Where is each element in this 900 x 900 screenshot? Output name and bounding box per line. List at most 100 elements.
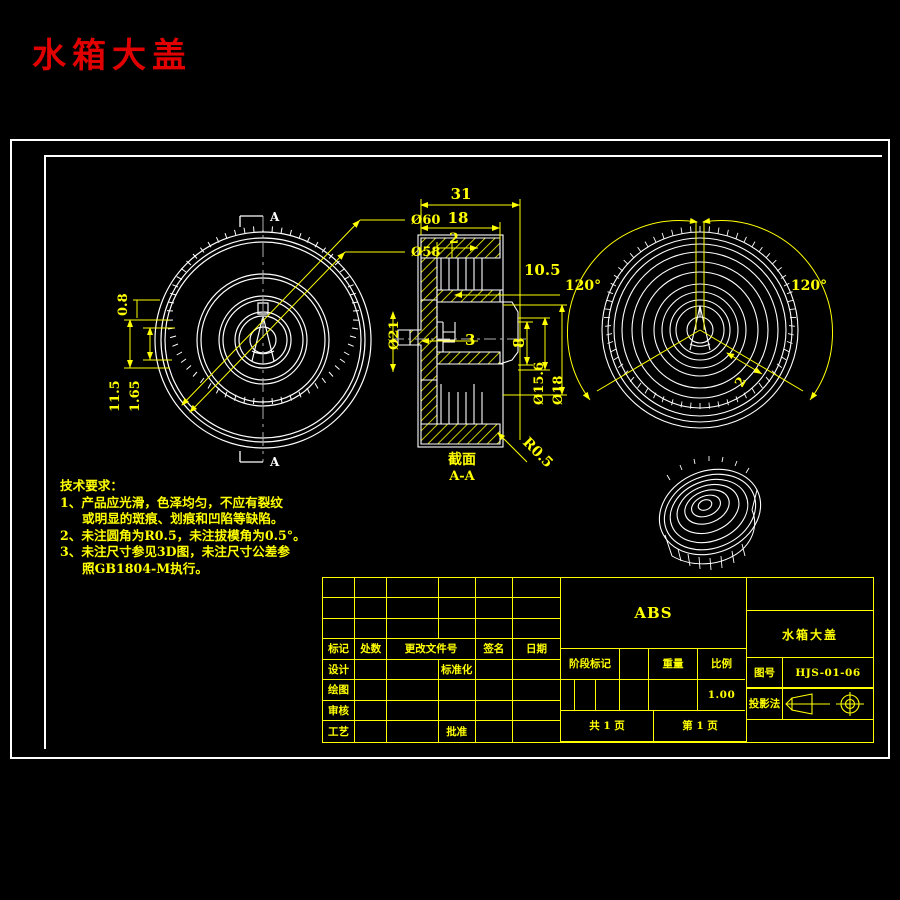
dim-18: 18 [448,209,469,227]
scale-value: 1.00 [698,680,745,711]
notes-heading: 技术要求： [60,478,123,493]
notes-line-2: 或明显的斑痕、划痕和凹陷等缺陷。 [82,511,284,527]
page-number: 第 1 页 [654,711,746,742]
scale-label: 比例 [698,649,745,680]
revision-grid: 标记 处数 更改文件号 签名 日期 设计 标准化 绘图 审核 [323,578,561,742]
rev-header-docno: 更改文件号 [387,639,476,660]
isometric-3d-view [658,456,762,571]
role-blank [475,680,513,701]
role-blank [475,700,513,722]
stage-header-row: 阶段标记 重量 比例 [561,649,746,680]
notes-line-5: 照GB1804-M执行。 [82,560,208,576]
role-blank [476,721,513,742]
sheet-inner-border [44,155,882,749]
page-row: 共 1 页 第 1 页 [561,711,746,742]
dim-2-step: 2 [449,231,459,247]
role-label-draw: 绘图 [323,680,356,701]
dim-d60: Ø60 [411,213,440,228]
front-view-section-arrows [239,215,263,463]
rev-cell [387,578,439,599]
rear-view-angle-dims [567,217,833,401]
dim-angle-left: 120° [565,278,601,294]
dim-d58: Ø58 [411,245,440,260]
rev-header-qty: 处数 [355,639,388,660]
dim-3: 3 [465,331,475,349]
rev-cell [475,578,513,599]
title-block-middle: ABS 阶段标记 重量 比例 1.00 共 1 页 第 1 页 [561,578,747,742]
front-view-vertical-dims [124,299,175,369]
dim-d21: Ø21 [387,321,402,350]
material-value: ABS [561,578,746,649]
section-fillet-leader [497,432,528,463]
rev-header-mark: 标记 [323,639,356,660]
sheet-outer-border [10,139,890,759]
rev-cell [387,598,439,619]
rev-cell [438,578,476,599]
drawing-no-row: 图号 HJS-01-06 [747,658,873,689]
stage-cell [596,680,620,711]
weight-value [649,680,698,711]
rev-cell [323,578,356,599]
role-blank [475,659,513,681]
drawing-no-label: 图号 [747,658,783,688]
title-block: 标记 处数 更改文件号 签名 日期 设计 标准化 绘图 审核 [322,577,874,743]
notes-line-1: 1、产品应光滑，色泽均匀，不应有裂纹 [60,494,283,510]
first-angle-projection-icon [785,692,864,716]
role-row-check: 审核 [323,700,560,722]
dim-11-5: 11.5 [108,380,123,412]
projection-label: 投影法 [747,689,783,720]
notes-line-3: 2、未注圆角为R0.5，未注拔模角为0.5°。 [60,527,306,543]
role-row-process: 工艺 批准 [323,721,560,742]
rev-cell [355,598,388,619]
rev-cell [438,618,476,640]
rev-cell [512,619,560,640]
role-row-design: 设计 标准化 [323,659,560,681]
role-blank [355,659,388,681]
revision-row-blank-3 [323,618,560,640]
role-blank [512,680,560,701]
stage-cell [561,680,575,711]
dim-d18: Ø18 [551,376,566,405]
section-right-dims [503,304,567,396]
stage-cell [575,680,596,711]
part-name: 水箱大盖 [747,611,873,658]
role-mid-approve: 批准 [439,721,476,742]
section-caption-line1: 截面 [448,451,476,468]
role-label-check: 审核 [323,700,356,722]
role-blank [438,680,476,701]
dim-0-8: 0.8 [116,293,131,316]
dim-10-5: 10.5 [524,261,561,279]
notes-line-4: 3、未注尺寸参见3D图，未注尺寸公差参 [60,544,290,560]
role-blank [387,721,439,742]
rev-header-date: 日期 [512,639,561,660]
role-blank [387,680,439,701]
rev-header-sign: 签名 [475,639,513,660]
title-block-right: 水箱大盖 图号 HJS-01-06 投影法 [747,578,873,742]
rev-cell [512,598,560,619]
projection-symbol [783,689,873,720]
section-top-dims [420,199,560,440]
rev-cell [512,578,560,599]
stage-mark-label: 阶段标记 [561,649,620,680]
revision-row-blank-2 [323,598,560,619]
role-blank [355,721,388,742]
role-row-draw: 绘图 [323,680,560,701]
stage-cell [620,680,649,711]
role-blank [513,721,560,742]
drawing-no-value: HJS-01-06 [783,658,873,688]
technical-requirements: 技术要求： 1、产品应光滑，色泽均匀，不应有裂纹 或明显的斑痕、划痕和凹陷等缺陷… [60,478,306,578]
rev-cell [323,618,356,640]
weight-label: 重量 [649,649,698,680]
section-label-a-bottom: A [269,455,280,469]
role-blank [355,680,388,701]
rev-cell [438,598,476,619]
role-blank [512,660,560,681]
dim-8: 8 [510,338,528,348]
total-pages: 共 1 页 [561,711,654,742]
dim-31: 31 [451,185,472,203]
rear-view-geometry [601,226,799,429]
role-label-design: 设计 [323,659,356,681]
dim-angle-right: 120° [791,278,827,294]
dim-r0-5: R0.5 [519,435,556,472]
role-blank [512,701,560,722]
